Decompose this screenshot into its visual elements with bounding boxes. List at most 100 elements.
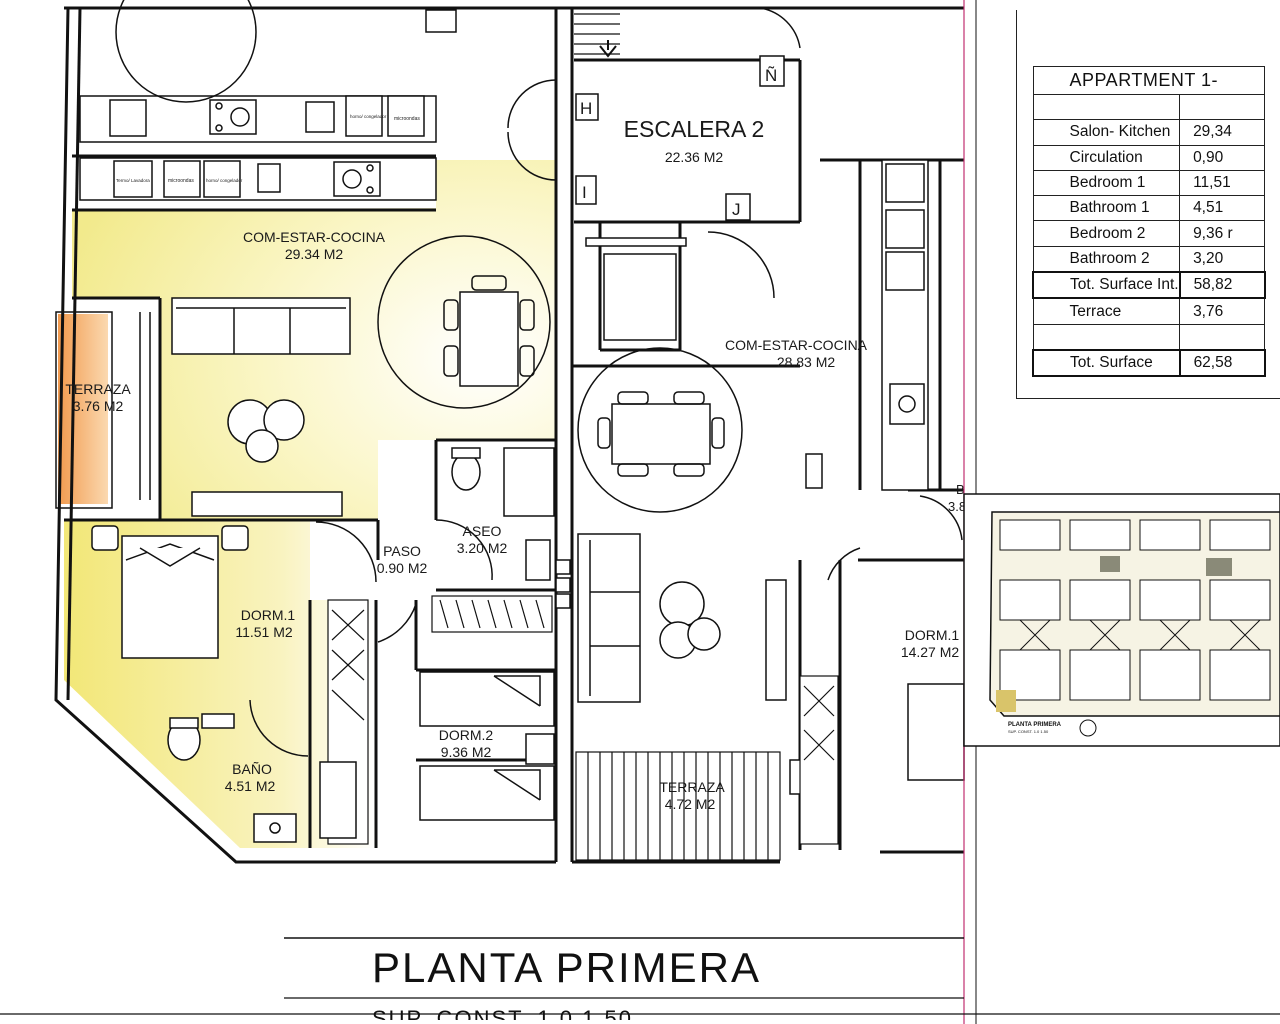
wardrobe-right — [799, 675, 839, 845]
room-area-terraza-a: 3.76 M2 — [73, 398, 124, 414]
terrace-right-deck — [575, 751, 781, 861]
kitchen-counter-right — [881, 159, 929, 491]
table-label: Bathroom 1 — [1032, 195, 1181, 222]
table-value: 3,76 — [1179, 297, 1266, 325]
room-area-escalera: 22.36 M2 — [665, 149, 724, 165]
appliance-horno-upper: horno/ congelador — [350, 114, 387, 119]
single-beds-dorm2 — [419, 671, 555, 821]
table-label — [1032, 93, 1181, 121]
table-row — [1032, 323, 1266, 351]
tv-unit-right — [765, 579, 787, 701]
table-label: Bathroom 2 — [1032, 245, 1181, 273]
appliance-microondas-lower: microondas — [168, 178, 194, 184]
marker-n-label: Ñ — [765, 66, 777, 85]
pillar — [805, 453, 823, 489]
aseo-fixtures — [451, 447, 571, 609]
appliance-microondas-upper: microondas — [394, 116, 420, 122]
table-value: 29,34 — [1179, 119, 1266, 146]
wardrobe-dorm2 — [431, 595, 553, 633]
appliance-horno-lower: horno/ congelador — [206, 178, 243, 183]
bathroom-fixtures — [167, 713, 357, 843]
room-area-paso: 0.90 M2 — [377, 560, 428, 576]
room-area-bano: 4.51 M2 — [225, 778, 276, 794]
room-area-dorm2: 9.36 M2 — [441, 744, 492, 760]
room-name-cut: B — [956, 482, 965, 497]
door-swings — [249, 7, 963, 757]
table-value: 11,51 — [1179, 169, 1266, 197]
surface-table-frame — [1016, 10, 1280, 399]
table-label: Bedroom 1 — [1032, 169, 1181, 197]
plan-title: PLANTA PRIMERA — [372, 944, 761, 991]
table-value — [1179, 323, 1266, 351]
room-name-com-estar-a: COM-ESTAR-COCINA — [243, 229, 386, 245]
room-area-aseo: 3.20 M2 — [457, 540, 508, 556]
kitchen-counter-lower — [79, 157, 437, 201]
kitchen-counter-upper — [79, 95, 437, 143]
stair-steps — [574, 13, 620, 58]
dining-table-right — [577, 347, 743, 513]
room-name-dorm2: DORM.2 — [439, 727, 494, 743]
marker-j-label: J — [732, 200, 741, 219]
walls — [54, 6, 964, 864]
room-name-paso: PASO — [383, 543, 421, 559]
dining-table-left — [377, 235, 551, 409]
room-name-bano: BAÑO — [232, 761, 272, 777]
marker-i — [575, 175, 597, 205]
table-label — [1032, 323, 1181, 351]
room-name-terraza-a: TERRAZA — [65, 381, 131, 397]
table-label: Tot. Surface — [1032, 348, 1181, 378]
room-area-cut: 3.8 — [948, 499, 966, 514]
room-name-terraza-b: TERRAZA — [659, 779, 725, 795]
marker-n — [759, 55, 785, 87]
room-area-dorm1-a: 11.51 M2 — [235, 624, 293, 640]
appliance-termo-lower: Termo/ Lavadora — [116, 178, 150, 183]
keymap-subtitle: SUP. CONST. 1.0 1.50 — [1008, 729, 1049, 734]
room-area-com-estar-a: 29.34 M2 — [285, 246, 344, 262]
table-label: Salon- Kitchen — [1032, 119, 1181, 146]
keymap-title: PLANTA PRIMERA — [1008, 722, 1061, 728]
table-header-row: APPARTMENT 1- — [1032, 66, 1266, 95]
terrace-rail-left — [55, 311, 151, 509]
marker-h — [575, 93, 599, 121]
coffee-table-left — [227, 399, 305, 463]
table-row-total-int: Tot. Surface Int.58,82 — [1032, 271, 1266, 300]
elevator-shaft — [585, 237, 687, 341]
table-value: 58,82 — [1178, 271, 1266, 300]
terrace-zone-fill — [58, 314, 108, 504]
table-value: 9,36 r — [1179, 220, 1266, 247]
table-value: 4,51 — [1179, 195, 1266, 222]
room-name-aseo: ASEO — [463, 523, 502, 539]
table-label: Bedroom 2 — [1032, 220, 1181, 247]
table-value: 62,58 — [1178, 348, 1266, 378]
room-name-dorm1-b: DORM.1 — [905, 627, 960, 643]
room-name-dorm1-a: DORM.1 — [241, 607, 296, 623]
tv-unit-left — [191, 491, 343, 517]
table-value: 3,20 — [1179, 245, 1266, 273]
sofa-right — [577, 533, 641, 703]
key-map — [963, 493, 1280, 747]
table-label: Circulation — [1032, 144, 1181, 171]
marker-h-label: H — [580, 99, 592, 118]
plan-subtitle: SUP. CONST. 1.0 1.50 — [372, 1006, 633, 1020]
double-bed-left — [91, 525, 249, 659]
table-label: Tot. Surface Int. — [1032, 271, 1181, 300]
coffee-table-right — [659, 581, 721, 659]
marker-j — [725, 193, 751, 221]
top-round-table — [115, 0, 257, 103]
table-value — [1179, 93, 1266, 121]
table-value: 0,90 — [1179, 144, 1266, 171]
sofa-left — [171, 297, 351, 355]
room-area-terraza-b: 4.72 M2 — [665, 796, 716, 812]
table-label: Terrace — [1032, 297, 1181, 325]
room-name-escalera: ESCALERA 2 — [624, 116, 765, 142]
table-header: APPARTMENT 1- — [1032, 66, 1266, 95]
marker-i-label: I — [582, 183, 587, 202]
